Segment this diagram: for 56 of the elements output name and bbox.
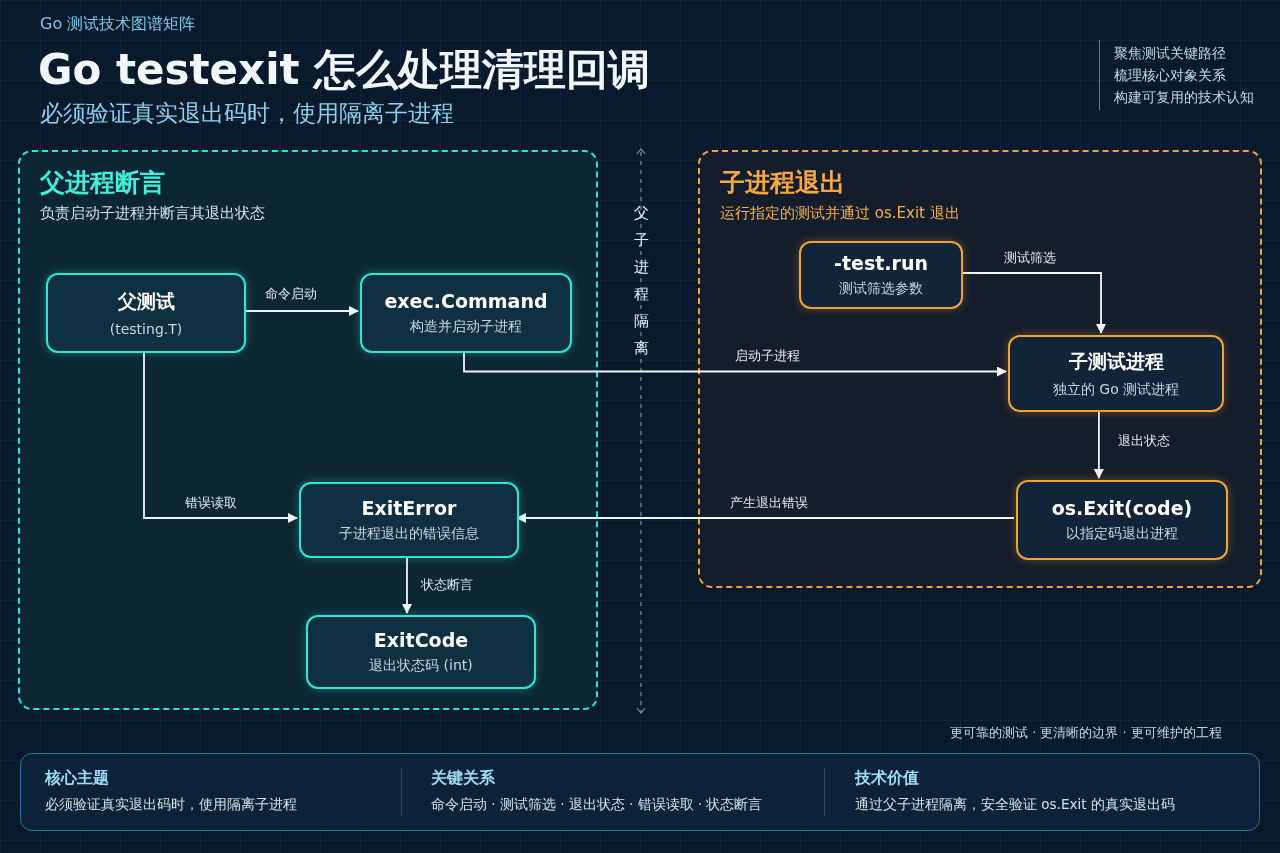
edge-label: 测试筛选	[1004, 249, 1056, 267]
box-title: -test.run	[834, 252, 928, 274]
panel-heading: 子进程退出	[720, 167, 845, 199]
box-subtitle: 子进程退出的错误信息	[339, 525, 479, 543]
arrow	[402, 555, 412, 614]
side-note: 梳理核心对象关系	[1114, 67, 1226, 85]
process-box	[360, 273, 572, 353]
box-title: 父测试	[117, 289, 175, 314]
section-heading: 核心主题	[45, 768, 109, 789]
edge-label: 退出状态	[1118, 432, 1170, 450]
arrow	[516, 513, 1015, 523]
separator-label: 父子进程隔离	[632, 203, 650, 359]
edge-label: 错误读取	[185, 494, 237, 512]
arrow	[143, 350, 298, 523]
arrow	[463, 350, 1007, 377]
panel-subtitle: 负责启动子进程并断言其退出状态	[40, 204, 265, 223]
box-title: ExitCode	[373, 629, 469, 651]
section-heading: 技术价值	[855, 768, 919, 789]
arrow	[960, 272, 1107, 334]
section-text: 通过父子进程隔离，安全验证 os.Exit 的真实退出码	[855, 796, 1175, 814]
process-box	[1008, 335, 1224, 412]
kicker-text: Go 测试技术图谱矩阵	[40, 14, 196, 35]
box-subtitle: 测试筛选参数	[839, 280, 923, 298]
process-box	[299, 482, 519, 558]
side-note: 聚焦测试关键路径	[1114, 45, 1226, 63]
section-text: 命令启动 · 测试筛选 · 退出状态 · 错误读取 · 状态断言	[431, 796, 763, 814]
footer-note: 更可靠的测试 · 更清晰的边界 · 更可维护的工程	[950, 724, 1222, 742]
panel-heading: 父进程断言	[40, 167, 165, 199]
box-subtitle: 独立的 Go 测试进程	[1052, 380, 1180, 399]
process-box	[799, 241, 963, 309]
panel-subtitle: 运行指定的测试并通过 os.Exit 退出	[720, 204, 960, 223]
group-panel	[698, 150, 1262, 588]
box-subtitle: 以指定码退出进程	[1066, 525, 1178, 543]
box-title: ExitError	[361, 497, 457, 519]
edge-label: 启动子进程	[735, 347, 800, 365]
arrow	[1093, 409, 1104, 479]
subtitle: 必须验证真实退出码时，使用隔离子进程	[40, 99, 454, 128]
arrow	[243, 306, 359, 316]
edge-label: 产生退出错误	[730, 494, 808, 512]
summary-panel	[20, 753, 1260, 831]
process-box	[1016, 480, 1228, 560]
box-title: exec.Command	[384, 290, 548, 312]
process-box	[306, 615, 536, 689]
box-subtitle: 退出状态码 (int)	[369, 657, 473, 675]
side-note: 构建可复用的技术认知	[1114, 89, 1254, 107]
process-box	[46, 273, 246, 353]
section-text: 必须验证真实退出码时，使用隔离子进程	[45, 796, 297, 814]
box-subtitle: (testing.T)	[109, 321, 183, 337]
box-title: 子测试进程	[1068, 348, 1164, 374]
edge-label: 状态断言	[421, 576, 473, 594]
title: Go testexit 怎么处理清理回调	[38, 44, 651, 96]
section-heading: 关键关系	[431, 768, 495, 789]
box-subtitle: 构造并启动子进程	[410, 318, 522, 336]
group-panel	[18, 150, 598, 710]
edge-label: 命令启动	[265, 285, 317, 303]
box-title: os.Exit(code)	[1051, 497, 1193, 519]
